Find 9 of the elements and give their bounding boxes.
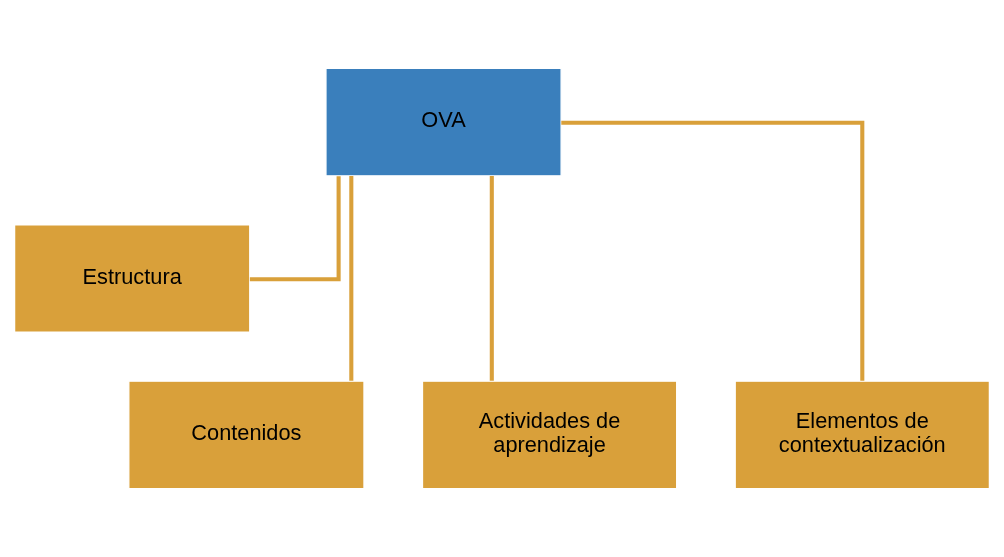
- connector: [349, 175, 354, 381]
- node-box: Elementos de contextualización: [734, 380, 991, 490]
- node-box: Estructura: [13, 224, 251, 333]
- connector: [249, 176, 341, 282]
- node-box: OVA: [325, 67, 562, 177]
- node-box: Actividades de aprendizaje: [421, 380, 678, 490]
- connector: [489, 175, 494, 381]
- connector: [561, 120, 865, 381]
- node-box: Contenidos: [128, 380, 365, 490]
